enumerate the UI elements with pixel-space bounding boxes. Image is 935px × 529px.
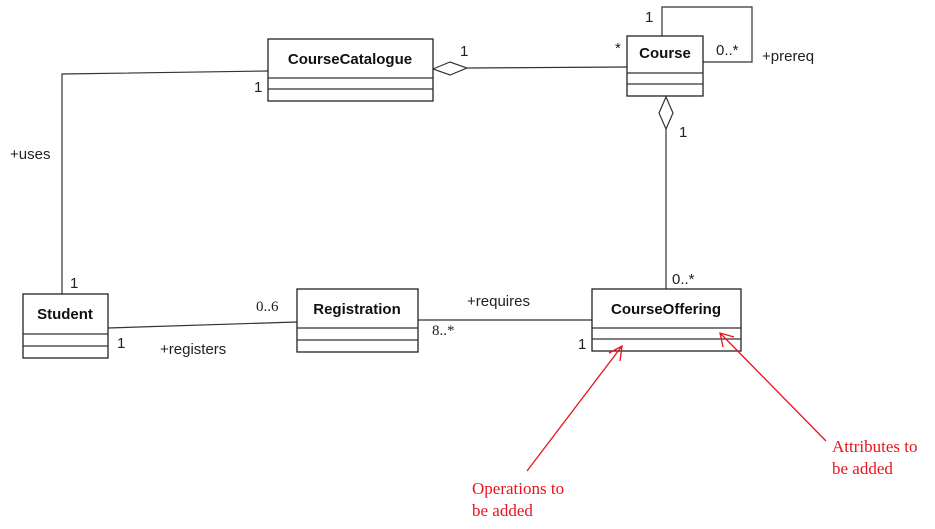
course-offering-offering-multiplicity: 0..* xyxy=(672,271,695,288)
catalogue-course-catalogue-multiplicity: 1 xyxy=(460,43,468,60)
attributes-arrow-line xyxy=(719,332,827,442)
class-registration[interactable]: Registration xyxy=(296,288,419,353)
class-name: Student xyxy=(37,306,93,323)
student-registration-registration-multiplicity: 0..6 xyxy=(256,299,279,315)
catalogue-aggregation-diamond xyxy=(431,61,469,76)
operations-arrow-line xyxy=(526,345,623,472)
course-offering-course-multiplicity: 1 xyxy=(679,124,687,141)
operations-note-line2: be added xyxy=(472,501,533,520)
class-course-catalogue[interactable]: CourseCatalogue xyxy=(267,38,434,102)
prereq-top-multiplicity: 1 xyxy=(645,9,653,26)
class-name: Registration xyxy=(313,301,401,318)
student-registration-association xyxy=(107,321,298,329)
uses-role-label: +uses xyxy=(10,146,50,163)
class-name: CourseCatalogue xyxy=(288,51,412,68)
class-student[interactable]: Student xyxy=(22,293,109,359)
catalogue-student-association xyxy=(61,70,269,294)
student-registration-student-multiplicity: 1 xyxy=(117,335,125,352)
class-name: Course xyxy=(639,45,691,62)
attributes-note-line1: Attributes to xyxy=(832,437,917,456)
prereq-right-multiplicity: 0..* xyxy=(716,42,739,59)
catalogue-course-association xyxy=(466,66,628,69)
catalogue-student-catalogue-multiplicity: 1 xyxy=(254,79,262,96)
class-course[interactable]: Course xyxy=(626,35,704,97)
annotation-group: Operations to be added Attributes to be … xyxy=(472,332,917,520)
attributes-note-line2: be added xyxy=(832,459,893,478)
course-prereq-self-association xyxy=(661,6,753,63)
attributes-arrow-head xyxy=(719,332,735,348)
prereq-role-label: +prereq xyxy=(762,48,814,65)
course-offering-aggregation-diamond xyxy=(658,95,674,131)
registers-role-label: +registers xyxy=(160,341,226,358)
registration-offering-offering-multiplicity: 1 xyxy=(578,336,586,353)
operations-note-line1: Operations to xyxy=(472,479,564,498)
catalogue-course-course-multiplicity: * xyxy=(615,40,621,57)
operations-arrow-head xyxy=(608,344,623,362)
class-course-offering[interactable]: CourseOffering xyxy=(591,288,742,352)
catalogue-student-student-multiplicity: 1 xyxy=(70,275,78,292)
class-name: CourseOffering xyxy=(611,301,721,318)
registration-offering-registration-multiplicity: 8..* xyxy=(432,323,455,339)
requires-role-label: +requires xyxy=(467,293,530,310)
